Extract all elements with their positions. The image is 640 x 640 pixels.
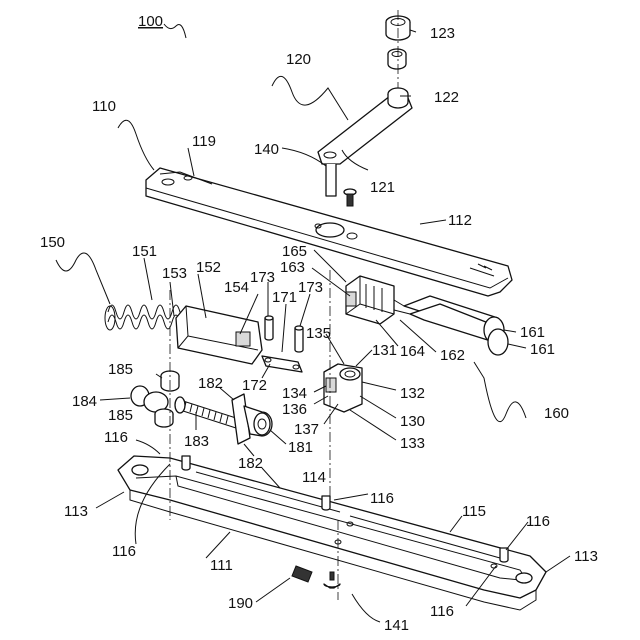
label-110: 110: [92, 98, 116, 115]
label-182-a: 182: [198, 375, 223, 392]
label-153: 153: [162, 265, 187, 282]
spring-151: [105, 305, 188, 330]
screw-small: [344, 189, 356, 206]
set-screw-190: [292, 566, 312, 582]
label-130: 130: [400, 413, 425, 430]
label-183: 183: [184, 433, 209, 450]
label-137: 137: [294, 421, 319, 438]
label-185-b: 185: [108, 407, 133, 424]
knob-184: [131, 386, 168, 412]
label-163: 163: [280, 259, 305, 276]
label-122: 122: [434, 89, 459, 106]
label-173-a: 173: [250, 269, 275, 286]
label-184: 184: [72, 393, 97, 410]
label-120: 120: [286, 51, 311, 68]
label-116-c: 116: [526, 513, 550, 530]
label-116-d: 116: [112, 543, 136, 560]
link-172: [262, 356, 302, 372]
label-114: 114: [302, 469, 326, 486]
label-171: 171: [272, 289, 297, 306]
screw-183: [175, 397, 236, 428]
label-150: 150: [40, 234, 65, 251]
label-160: 160: [544, 405, 569, 422]
label-181: 181: [288, 439, 313, 456]
label-133: 133: [400, 435, 425, 452]
label-119: 119: [192, 133, 216, 150]
bushing-122: [388, 49, 406, 69]
label-111: 111: [210, 557, 233, 574]
label-134: 134: [282, 385, 307, 402]
label-116-a: 116: [104, 429, 128, 446]
label-172: 172: [242, 377, 267, 394]
label-116-b: 116: [370, 490, 394, 507]
label-115: 115: [462, 503, 486, 520]
shaft-140: [326, 164, 336, 196]
label-100: 100: [138, 13, 163, 30]
label-164: 164: [400, 343, 425, 360]
label-116-e: 116: [430, 603, 454, 620]
label-162: 162: [440, 347, 465, 364]
label-173-b: 173: [298, 279, 323, 296]
label-132: 132: [400, 385, 425, 402]
bracket-182: [232, 394, 272, 444]
label-152: 152: [196, 259, 221, 276]
label-136: 136: [282, 401, 307, 418]
label-121: 121: [370, 179, 395, 196]
label-190: 190: [228, 595, 253, 612]
label-165: 165: [282, 243, 307, 260]
label-131: 131: [372, 342, 397, 359]
label-182-b: 182: [238, 455, 263, 472]
label-140: 140: [254, 141, 279, 158]
label-123: 123: [430, 25, 455, 42]
label-141: 141: [384, 617, 409, 634]
label-135: 135: [306, 325, 331, 342]
label-113-right: 113: [574, 548, 598, 565]
label-113-left: 113: [64, 503, 88, 520]
label-161-a: 161: [520, 324, 545, 341]
label-154: 154: [224, 279, 249, 296]
label-151: 151: [132, 243, 157, 260]
label-185-a: 185: [108, 361, 133, 378]
label-112: 112: [448, 212, 472, 229]
arm-121: [318, 88, 412, 164]
connector-165: [346, 276, 394, 324]
label-161-b: 161: [530, 341, 555, 358]
